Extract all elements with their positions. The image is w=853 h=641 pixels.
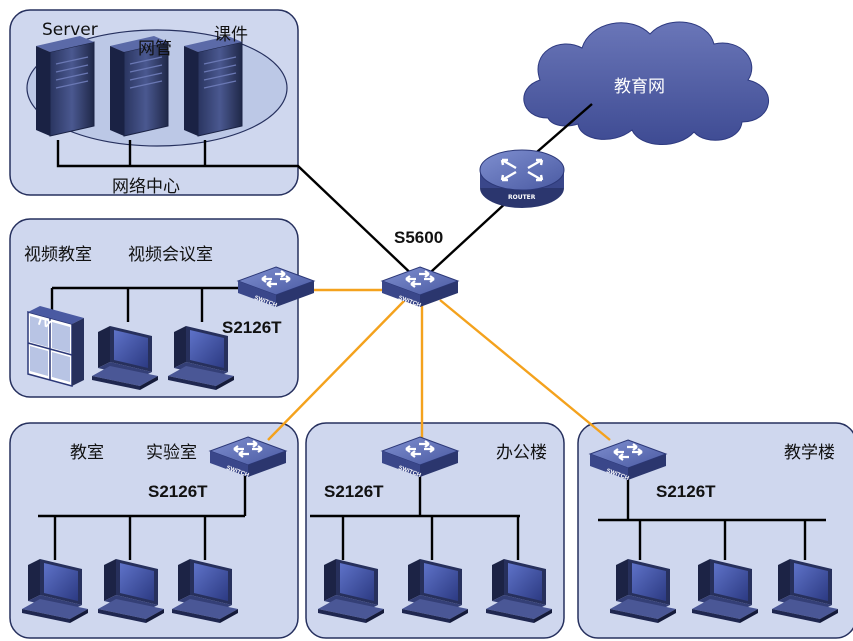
tv-icon <box>27 306 84 387</box>
cloud-shape <box>523 21 769 145</box>
courseware-label: 课件 <box>214 25 248 45</box>
lab-pc-1 <box>22 559 88 623</box>
cloud-label: 教育网 <box>614 77 665 97</box>
teaching-pc-3 <box>772 559 838 623</box>
office-pc-2 <box>402 559 468 623</box>
office-pc-3 <box>486 559 552 623</box>
lab-switch-label: S2126T <box>148 482 208 501</box>
video-switch-label: S2126T <box>222 318 282 337</box>
office-label: 办公楼 <box>496 443 547 463</box>
lab-pc-3 <box>172 559 238 623</box>
lab-label: 实验室 <box>146 443 197 463</box>
network-center-label: 网络中心 <box>112 177 180 197</box>
video-classroom-label: 视频教室 <box>24 245 92 265</box>
video-pc-1 <box>92 326 158 390</box>
router-badge: ROUTER <box>508 194 536 201</box>
nms-label: 网管 <box>138 39 172 59</box>
office-pc-1 <box>318 559 384 623</box>
server-icon <box>35 35 95 137</box>
classroom-label: 教室 <box>70 443 104 463</box>
office-switch-label: S2126T <box>324 482 384 501</box>
router-icon <box>479 149 565 208</box>
teaching-pc-2 <box>692 559 758 623</box>
teaching-pc-1 <box>610 559 676 623</box>
uplink-cables <box>267 288 611 441</box>
server-label: Server <box>42 20 98 40</box>
teaching-switch-label: S2126T <box>656 482 716 501</box>
core-switch-icon <box>380 265 460 311</box>
video-conference-label: 视频会议室 <box>128 245 213 265</box>
lab-pc-2 <box>98 559 164 623</box>
courseware-server-icon <box>183 35 243 137</box>
core-switch-label: S5600 <box>394 228 444 247</box>
teaching-label: 教学楼 <box>784 443 835 463</box>
